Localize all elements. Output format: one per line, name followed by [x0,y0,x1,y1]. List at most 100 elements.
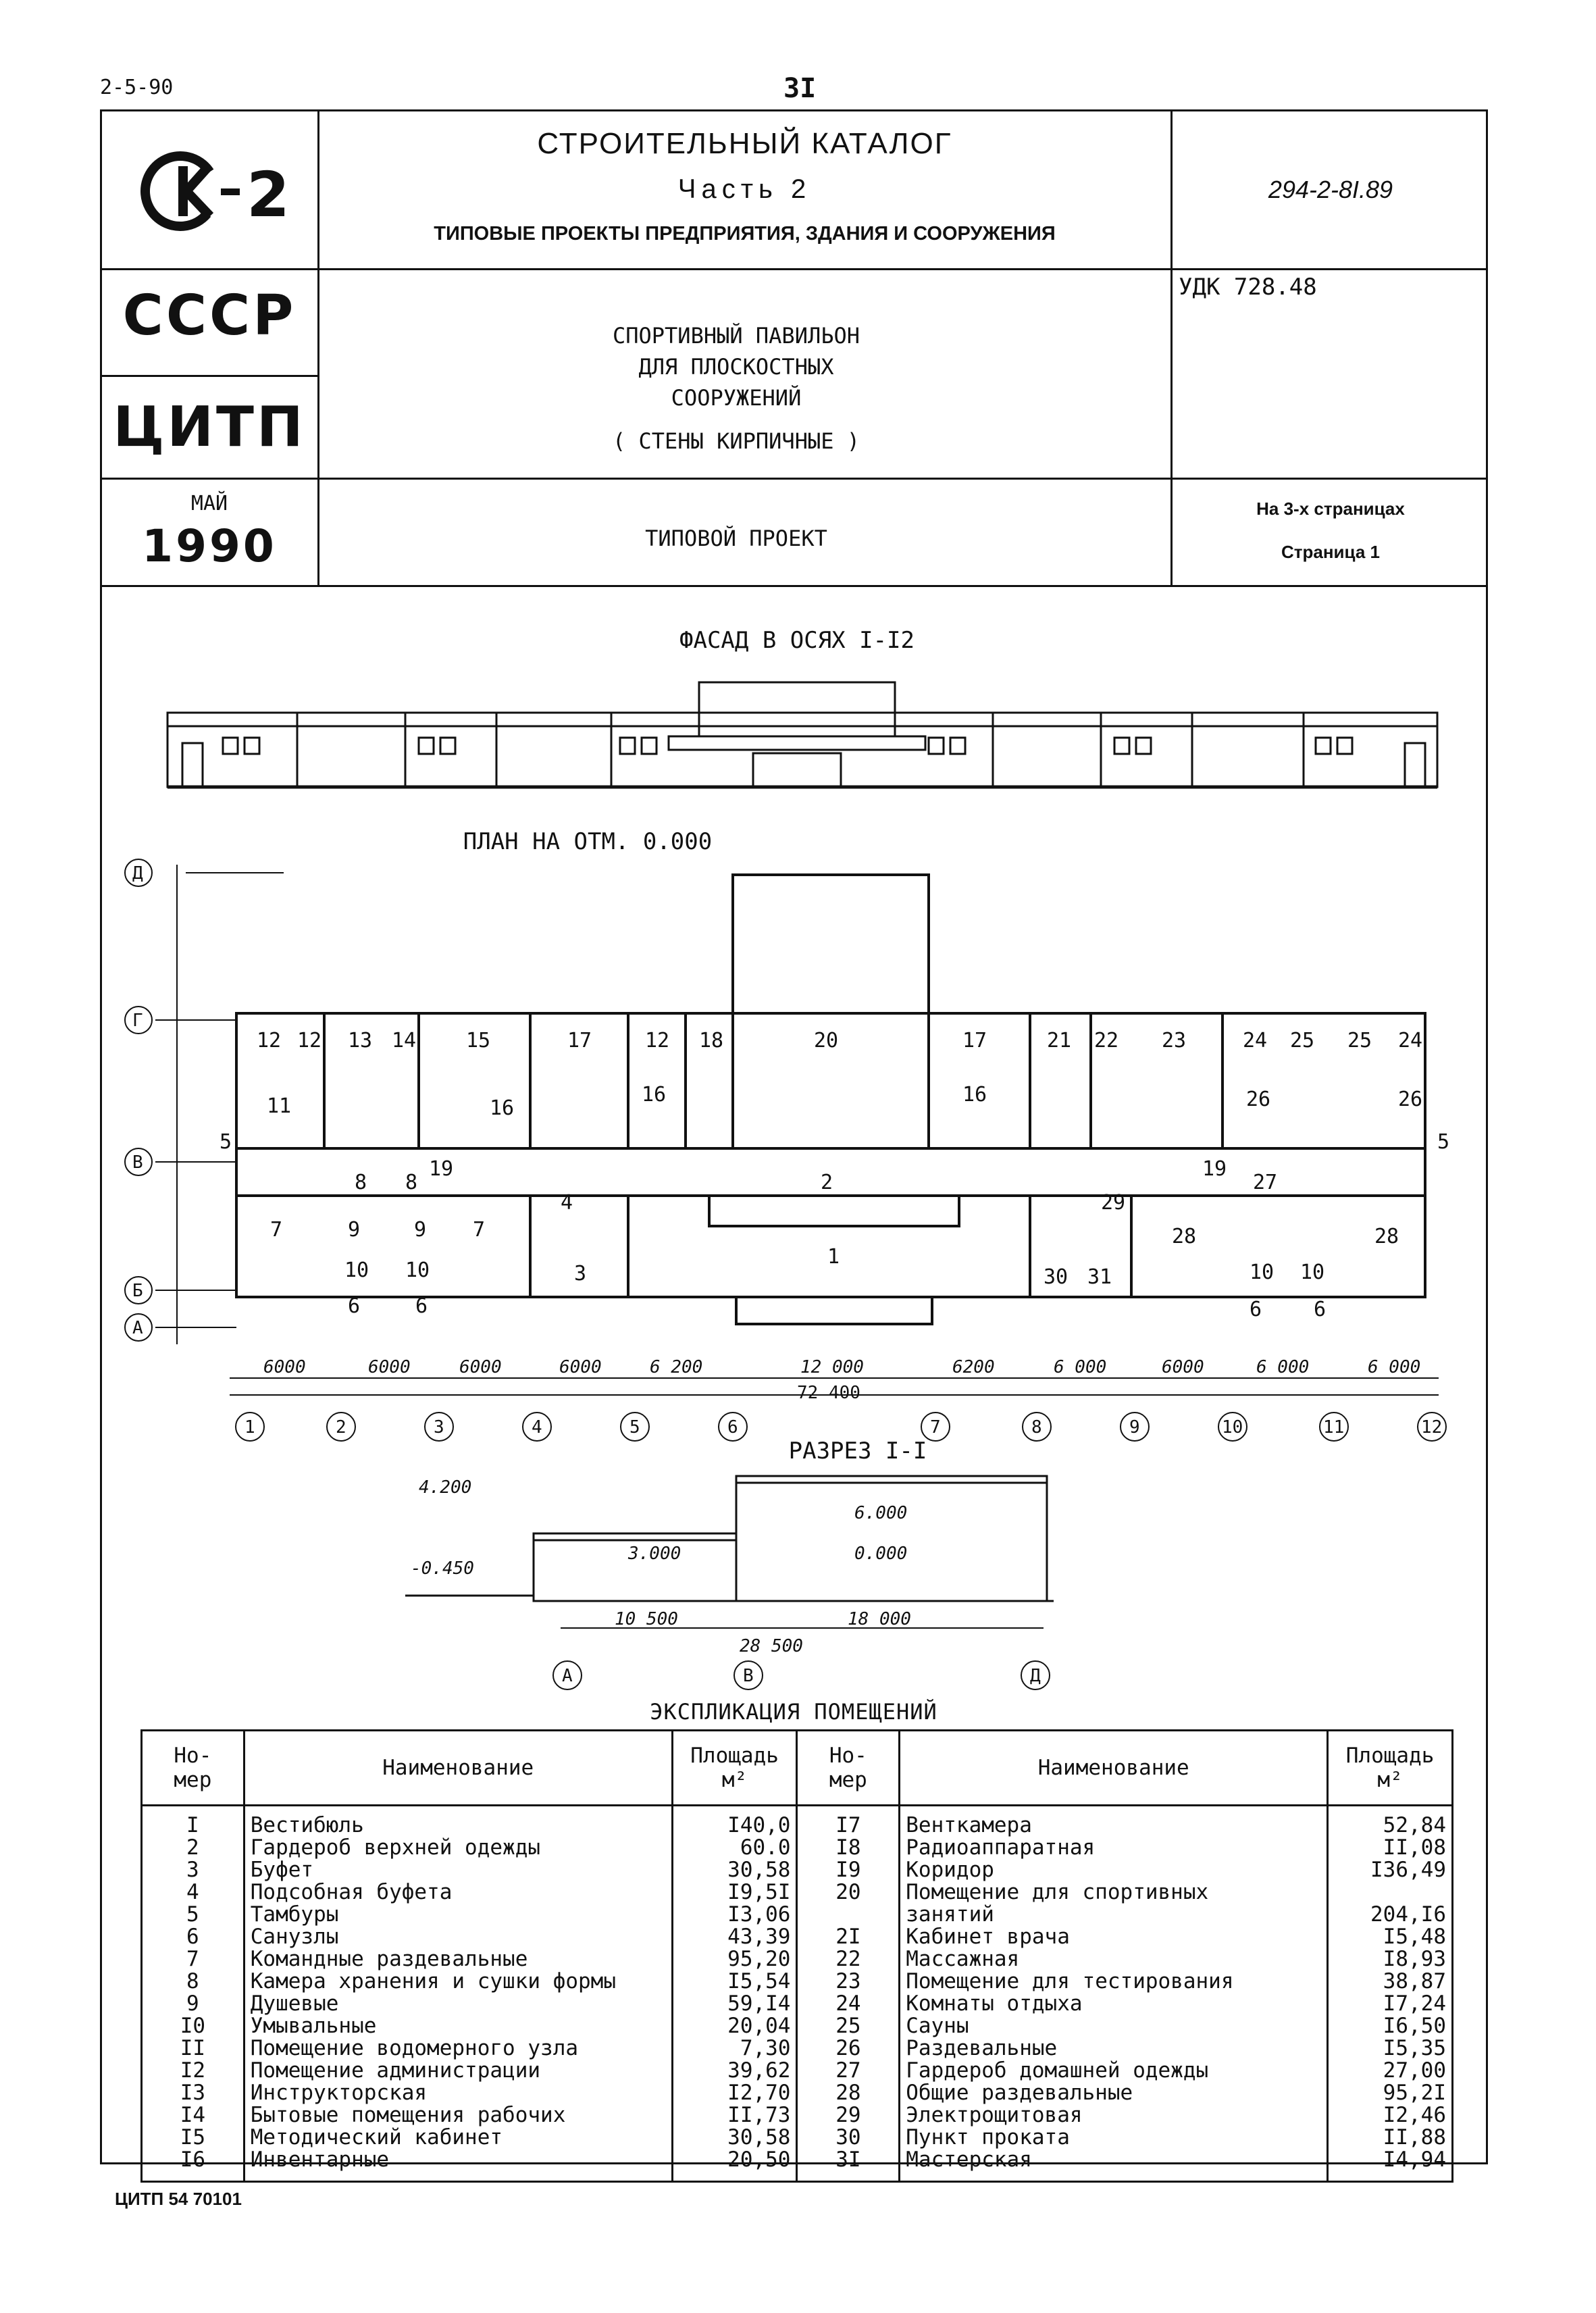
svg-text:-0.450: -0.450 [411,1558,474,1579]
svg-text:16: 16 [642,1083,666,1107]
svg-text:12: 12 [257,1029,281,1052]
room-name: Тамбуры [242,1904,673,1926]
room-area: II,73 [671,2104,798,2127]
svg-text:6 000: 6 000 [1054,1357,1106,1377]
room-name: Душевые [242,1993,673,2015]
section-title: РАЗРЕЗ I-I [788,1438,927,1465]
svg-text:5: 5 [629,1417,640,1438]
svg-text:5: 5 [220,1130,232,1154]
room-name: Мастерская [898,2149,1329,2183]
room-number: 3I [796,2149,901,2183]
svg-text:6000: 6000 [459,1357,502,1377]
room-name: Кабинет врача [898,1926,1329,1948]
room-number: 3 [140,1859,245,1881]
room-number: 9 [140,1993,245,2015]
org-label: ЦИТП [113,395,306,459]
svg-text:9: 9 [1129,1417,1140,1438]
svg-text:12: 12 [645,1029,669,1052]
room-number: I7 [796,1805,901,1837]
room-number: 29 [796,2104,901,2127]
room-number: 4 [140,1881,245,1904]
room-name: Методический кабинет [242,2127,673,2149]
svg-text:18: 18 [699,1029,723,1052]
room-name: Гардероб домашней одежды [898,2060,1329,2082]
room-name: Помещение администрации [242,2060,673,2082]
room-area: II,08 [1327,1837,1453,1859]
catalog-subtitle: ТИПОВЫЕ ПРОЕКТЫ ПРЕДПРИЯТИЯ, ЗДАНИЯ И СО… [434,223,1056,245]
project-title-line-2: ДЛЯ ПЛОСКОСТНЫХ [638,354,834,380]
svg-text:6: 6 [415,1294,428,1318]
room-number: 8 [140,1971,245,1993]
plan-title: ПЛАН НА ОТМ. 0.000 [463,828,713,855]
footer-code: ЦИТП 54 70101 [115,2189,242,2209]
svg-text:25: 25 [1347,1029,1372,1052]
row-axis-bubbles: Д Г В Б А [124,859,153,1342]
svg-text:26: 26 [1246,1088,1270,1111]
svg-text:12: 12 [1421,1417,1442,1438]
svg-text:10: 10 [1222,1417,1243,1438]
room-name: Венткамера [898,1805,1329,1837]
svg-text:0.000: 0.000 [854,1544,907,1564]
svg-text:5: 5 [1437,1130,1449,1154]
svg-text:10: 10 [1250,1261,1274,1284]
room-number: 2I [796,1926,901,1948]
svg-text:17: 17 [962,1029,987,1052]
header-num-right: Но-мер [796,1729,901,1806]
room-name: Командные раздевальные [242,1948,673,1971]
svg-text:2: 2 [821,1171,833,1194]
svg-text:11: 11 [267,1094,291,1118]
room-name: Бытовые помещения рабочих [242,2104,673,2127]
room-name: Радиоаппаратная [898,1837,1329,1859]
svg-text:18 000: 18 000 [848,1609,911,1629]
country-label: СССР [122,284,297,348]
svg-text:3: 3 [434,1417,444,1438]
header-name-right: Наименование [898,1729,1329,1806]
project-title-line-3: СООРУЖЕНИЙ [671,385,802,411]
room-area: I5,48 [1327,1926,1453,1948]
svg-text:6000: 6000 [1162,1357,1204,1377]
explication-title: ЭКСПЛИКАЦИЯ ПОМЕЩЕНИЙ [650,1699,937,1725]
room-number: I0 [140,2015,245,2037]
svg-text:9: 9 [414,1218,426,1242]
room-number: I9 [796,1859,901,1881]
catalog-title: СТРОИТЕЛЬНЫЙ КАТАЛОГ [537,127,952,160]
svg-text:Д: Д [1030,1666,1041,1686]
svg-text:Б: Б [132,1281,143,1301]
room-area: I40,0 [671,1805,798,1837]
svg-text:23: 23 [1162,1029,1186,1052]
room-name: Буфет [242,1859,673,1881]
svg-text:27: 27 [1253,1171,1277,1194]
svg-text:28: 28 [1374,1225,1399,1248]
room-number: 22 [796,1948,901,1971]
room-number: II [140,2037,245,2060]
project-type: ТИПОВОЙ ПРОЕКТ [645,526,827,551]
page-number: 3I [783,73,817,104]
page-info: Страница 1 [1281,542,1380,562]
svg-text:3: 3 [574,1262,586,1286]
room-number: 20 [796,1881,901,1904]
room-number: 2 [140,1837,245,1859]
udk-code: УДК 728.48 [1179,274,1317,301]
column-dimension-line [230,1377,1439,1396]
svg-text:19: 19 [429,1157,453,1181]
svg-text:12: 12 [297,1029,321,1052]
svg-text:9: 9 [348,1218,360,1242]
svg-text:12 000: 12 000 [800,1357,864,1377]
month-label: МАЙ [190,492,228,515]
room-area: I3,06 [671,1904,798,1926]
room-area: 27,00 [1327,2060,1453,2082]
project-code: 294-2-8I.89 [1268,176,1393,203]
header-divider-right [1170,109,1173,587]
svg-text:7: 7 [270,1218,282,1242]
svg-text:16: 16 [962,1083,987,1107]
